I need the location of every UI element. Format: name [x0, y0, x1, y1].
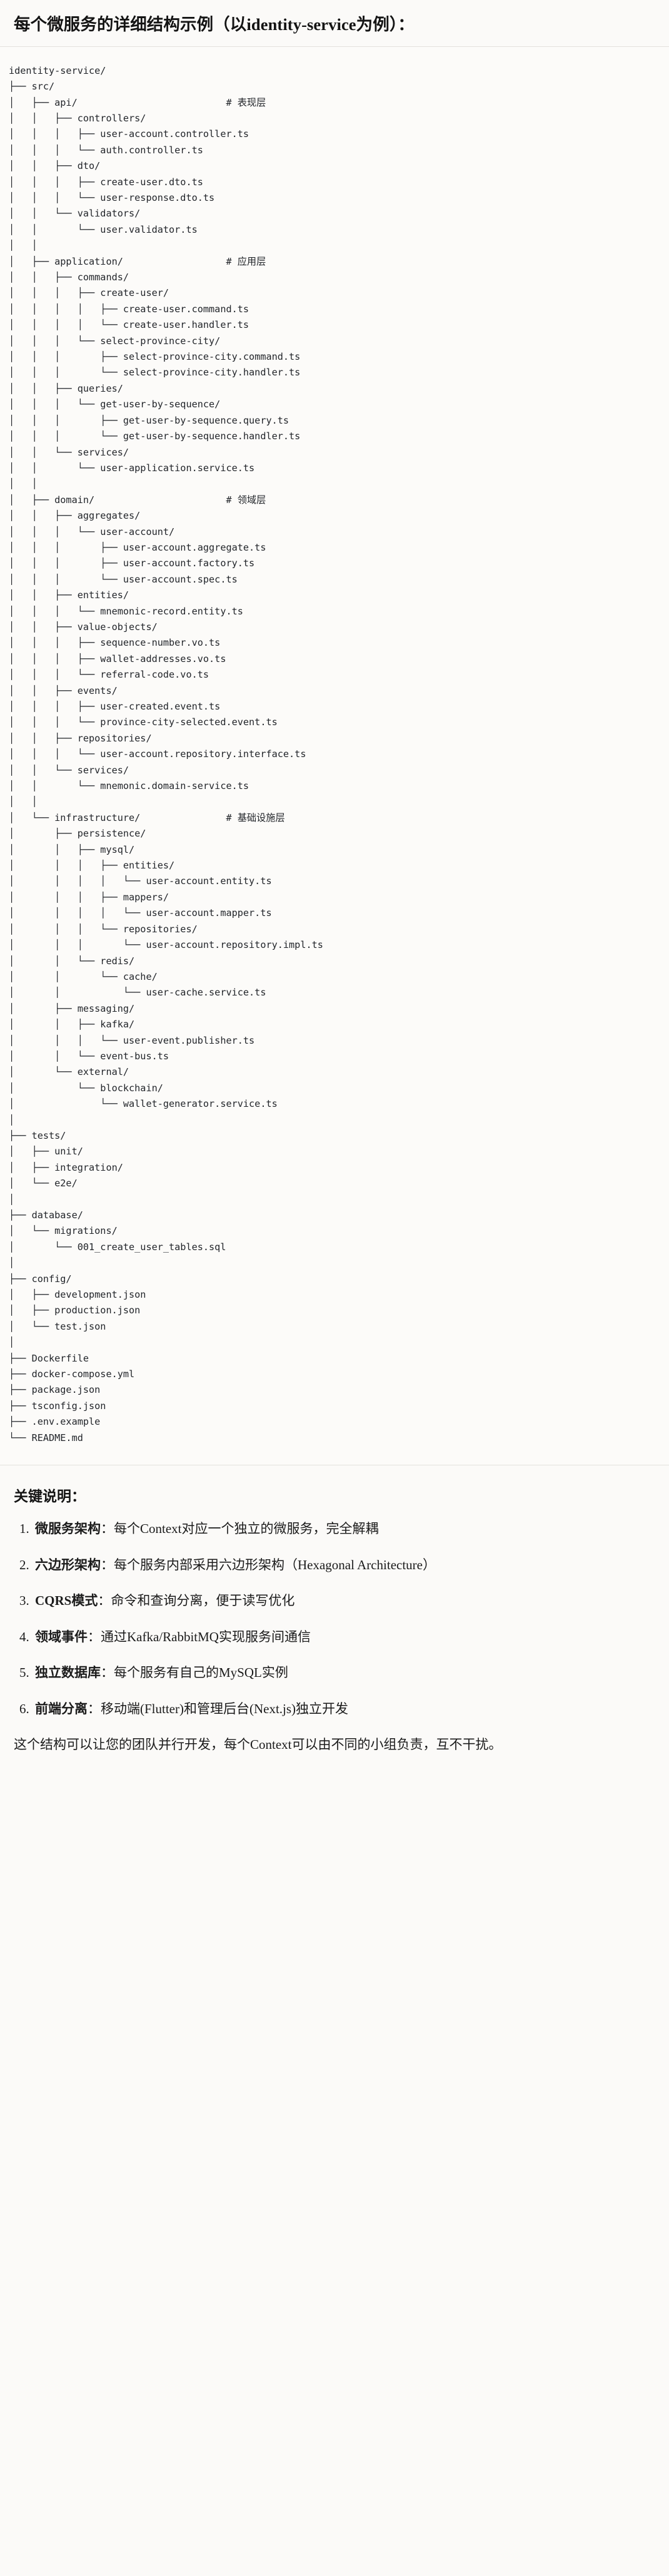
list-item: CQRS模式：命令和查询分离，便于读写优化	[33, 1591, 655, 1611]
note-name: 微服务架构	[35, 1521, 101, 1537]
list-item: 微服务架构：每个Context对应一个独立的微服务，完全解耦	[33, 1519, 655, 1539]
note-desc: ：每个服务内部采用六边形架构（Hexagonal Architecture）	[101, 1557, 436, 1572]
key-notes-list: 微服务架构：每个Context对应一个独立的微服务，完全解耦 六边形架构：每个服…	[14, 1519, 655, 1719]
directory-tree: identity-service/ ├── src/ │ ├── api/ # …	[9, 64, 323, 1443]
closing-paragraph: 这个结构可以让您的团队并行开发，每个Context可以由不同的小组负责，互不干扰…	[14, 1737, 502, 1753]
page-title: 每个微服务的详细结构示例（以identity-service为例）：	[0, 0, 669, 46]
note-name: CQRS模式	[35, 1593, 98, 1609]
note-name: 六边形架构	[35, 1557, 101, 1572]
page-title-suffix: 为例）：	[356, 15, 415, 34]
key-notes-section: 关键说明： 微服务架构：每个Context对应一个独立的微服务，完全解耦 六边形…	[0, 1465, 669, 1774]
list-item: 六边形架构：每个服务内部采用六边形架构（Hexagonal Architectu…	[33, 1555, 655, 1576]
list-item: 领域事件：通过Kafka/RabbitMQ实现服务间通信	[33, 1627, 655, 1647]
page-title-prefix: 每个微服务的详细结构示例（以	[14, 15, 247, 34]
note-desc: ：通过Kafka/RabbitMQ实现服务间通信	[88, 1629, 311, 1644]
code-block: identity-service/ ├── src/ │ ├── api/ # …	[0, 46, 669, 1465]
key-notes-title: 关键说明：	[14, 1488, 86, 1505]
list-item: 前端分离：移动端(Flutter)和管理后台(Next.js)独立开发	[33, 1699, 655, 1719]
document-page: 每个微服务的详细结构示例（以identity-service为例）： ident…	[0, 0, 669, 1774]
page-title-service-name: identity-service	[246, 15, 356, 34]
note-name: 前端分离	[35, 1701, 88, 1716]
divider-top	[0, 46, 669, 47]
note-name: 独立数据库	[35, 1665, 101, 1681]
note-desc: ：命令和查询分离，便于读写优化	[98, 1593, 295, 1609]
list-item: 独立数据库：每个服务有自己的MySQL实例	[33, 1663, 655, 1683]
note-desc: ：移动端(Flutter)和管理后台(Next.js)独立开发	[88, 1701, 349, 1716]
note-desc: ：每个服务有自己的MySQL实例	[101, 1665, 288, 1681]
note-name: 领域事件	[35, 1629, 88, 1644]
note-desc: ：每个Context对应一个独立的微服务，完全解耦	[101, 1521, 379, 1537]
